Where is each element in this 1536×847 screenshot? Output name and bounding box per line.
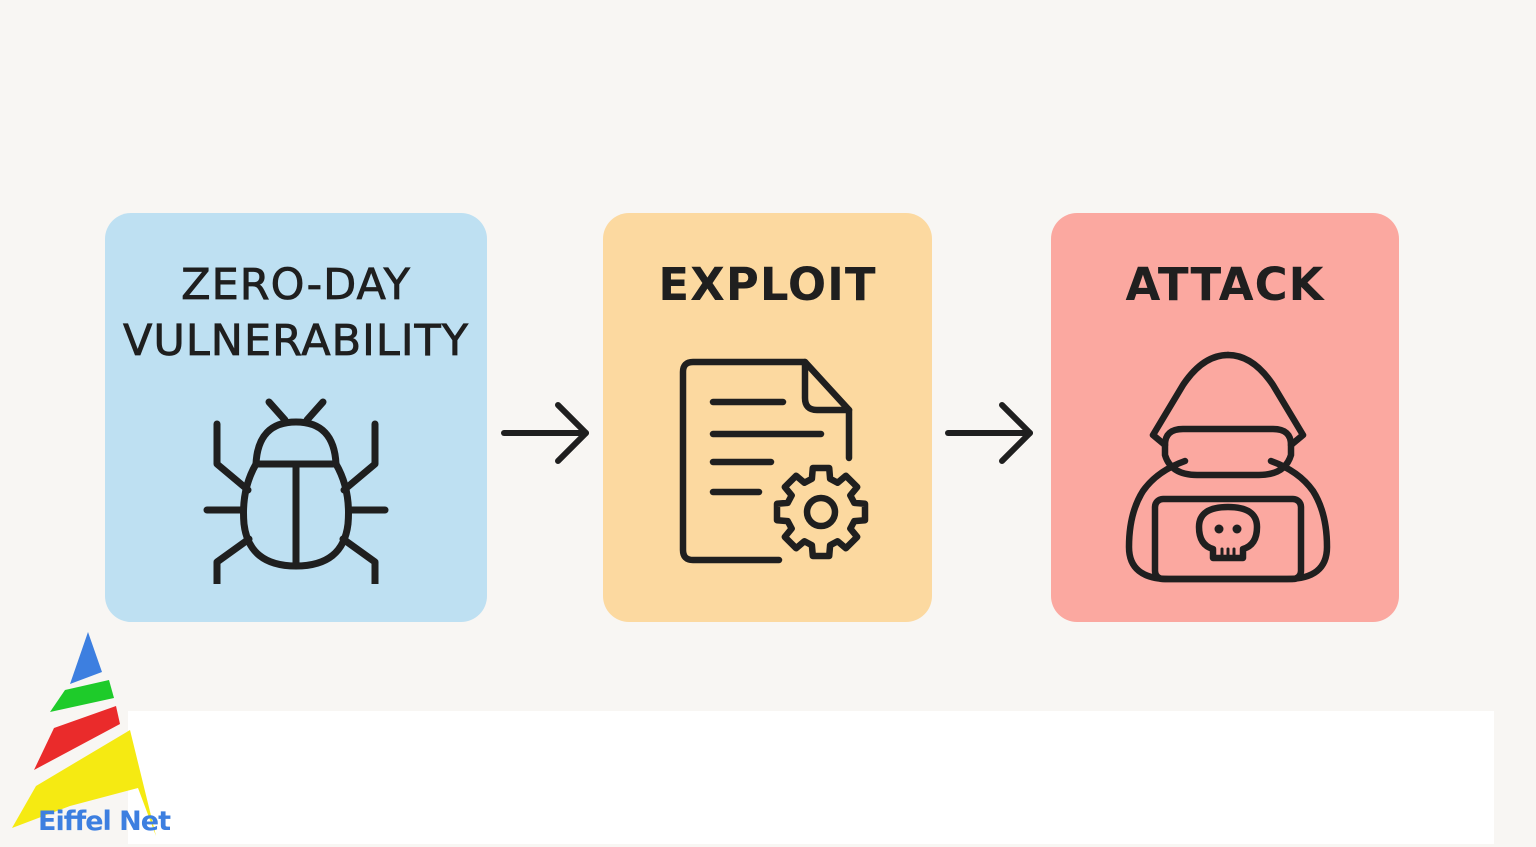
logo-text: Eiffel Net: [38, 806, 171, 837]
lower-white-band: [128, 711, 1494, 844]
attack-card: ATTACK: [1051, 213, 1399, 622]
zero-day-vulnerability-card: ZERO-DAY VULNERABILITY: [105, 213, 487, 622]
zero-day-vulnerability-title: ZERO-DAY VULNERABILITY: [105, 257, 487, 369]
exploit-title: EXPLOIT: [658, 258, 877, 311]
bug-icon: [203, 398, 389, 584]
attack-title: ATTACK: [1125, 258, 1325, 311]
arrow-right-icon: [945, 402, 1033, 464]
title-line-2: VULNERABILITY: [122, 316, 470, 367]
eiffel-net-logo-mark: [12, 632, 156, 836]
document-gear-icon: [679, 358, 869, 564]
eiffel-net-logo: Eiffel Net: [10, 628, 171, 847]
exploit-card: EXPLOIT: [603, 213, 932, 622]
title-line-1: ZERO-DAY: [181, 260, 411, 311]
arrow-right-icon: [501, 402, 589, 464]
hooded-hacker-laptop-icon: [1125, 351, 1331, 583]
